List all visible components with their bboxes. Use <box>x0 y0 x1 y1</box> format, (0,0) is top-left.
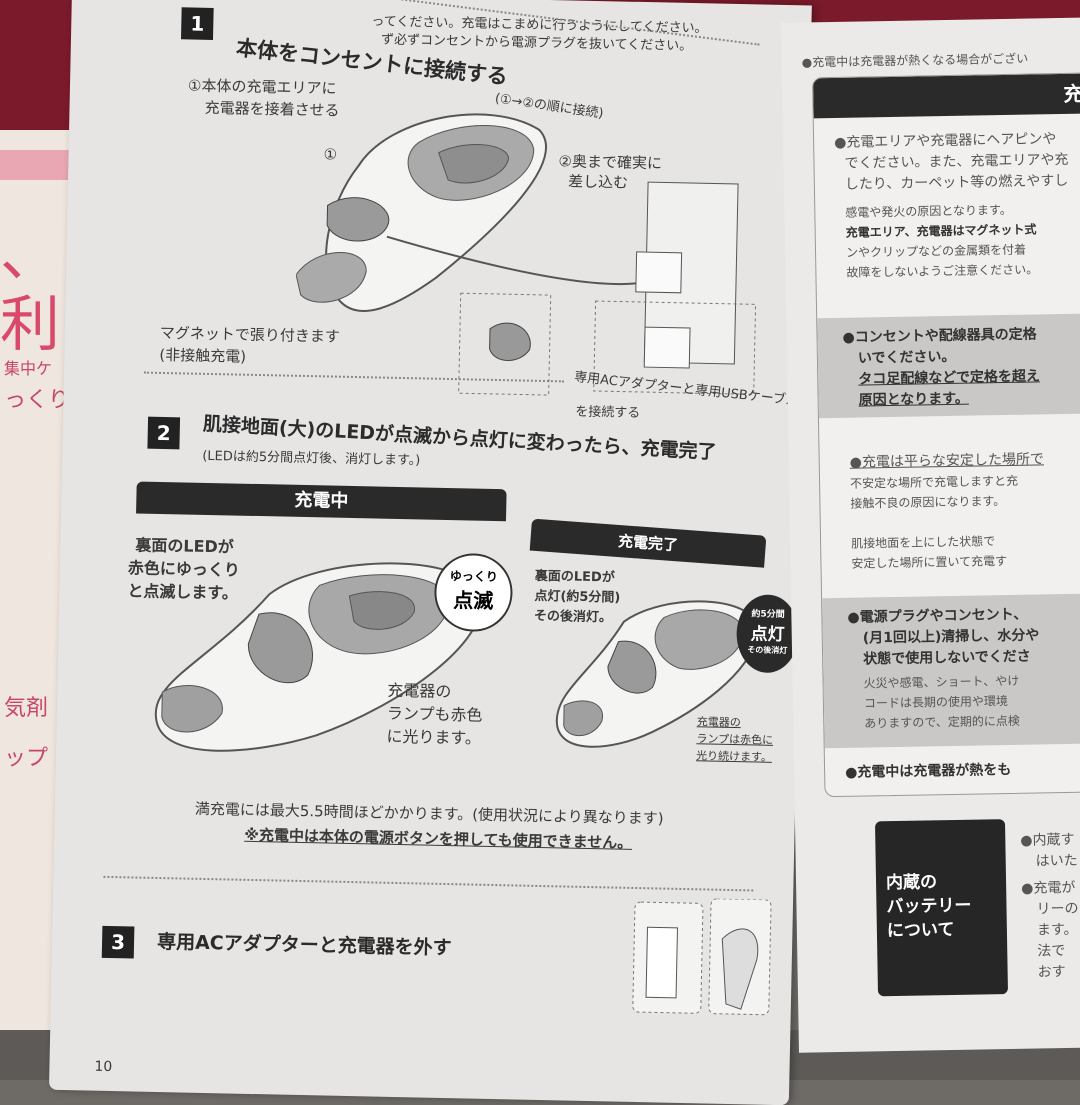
battery-text: おす <box>1037 964 1066 981</box>
step2-sub: (LEDは約5分間点灯後、消灯します。) <box>202 448 421 469</box>
step-number: 3 <box>101 925 135 959</box>
battery-label: 内蔵の <box>885 872 938 894</box>
caution-text: 接触不良の原因になります。 <box>850 494 1006 511</box>
caution-text: したり、カーペット等の燃えやすし <box>844 172 1069 193</box>
box-header: 充電 <box>813 73 1080 119</box>
battery-text: リーの <box>1036 900 1079 918</box>
manual-page-left: ってください。充電はこまめに行うようにしてください。 ず必ずコンセントから電源プ… <box>48 0 812 1105</box>
battery-text: 法で <box>1037 943 1066 960</box>
battery-label-box: 内蔵の バッテリー について <box>874 819 1009 997</box>
step3-title: 専用ACアダプターと充電器を外す <box>156 930 452 960</box>
adapter-note: を接続する <box>575 404 641 421</box>
charging-lamp: に光ります。 <box>386 726 482 748</box>
caution-text: ありますので、定期的に点検 <box>864 713 1020 731</box>
caution-text: 安定した場所に置いて充電す <box>851 554 1008 571</box>
label: 気剤 <box>4 696 49 721</box>
step-number: 1 <box>180 7 214 40</box>
done-header: 充電完了 <box>529 518 767 568</box>
done-lamp: 充電器の <box>696 715 741 730</box>
charging-cautions-box: 充電 ●充電エリアや充電器にヘアピンや でください。また、充電エリアや充 したり… <box>811 72 1080 798</box>
charging-lamp: 充電器の <box>387 680 452 702</box>
step-number: 2 <box>147 416 181 450</box>
charging-header: 充電中 <box>136 481 507 522</box>
label: っくり <box>4 388 71 413</box>
bubble-text: 点灯 <box>750 624 785 646</box>
charging-lamp: ランプも赤色 <box>386 703 483 725</box>
caution-text: 原因となります。 <box>858 390 969 409</box>
battery-text: ●内蔵す <box>1020 831 1075 849</box>
bubble-text: 約5分間 <box>751 609 785 621</box>
big-char: 、利 <box>0 220 60 360</box>
battery-text: ます。 <box>1036 921 1078 939</box>
battery-label: バッテリー <box>886 895 972 918</box>
caution-text: タコ足配線などで定格を超え <box>858 368 1041 388</box>
device-illustration-done <box>555 600 760 748</box>
caution-text: 故障をしないようご注意ください。 <box>846 262 1039 280</box>
battery-text: ●充電が <box>1021 879 1076 897</box>
magnet-note: マグネットで張り付きます <box>159 323 341 346</box>
lit-bubble: 約5分間 点灯 その後消灯 <box>735 594 800 674</box>
device-illustration-step1 <box>295 113 757 396</box>
done-lamp: ランプは赤色に <box>696 732 774 747</box>
battery-text: はいた <box>1035 852 1078 870</box>
done-led: 裏面のLEDが <box>534 568 615 586</box>
caution-text: 状態で使用しないでくださ <box>863 648 1031 668</box>
device-illustration-charging <box>154 562 483 752</box>
caution-text: いでください。 <box>857 348 956 367</box>
caution-text: ●コンセントや配線器具の定格 <box>842 326 1037 346</box>
bubble-text: 点滅 <box>453 588 494 613</box>
charging-warning: ※充電中は本体の電源ボタンを押しても使用できません。 <box>244 825 633 852</box>
magnet-note: (非接触充電) <box>159 345 247 366</box>
unplug-illustration <box>632 898 772 1016</box>
manual-page-right: ●充電中は充電器が熱くなる場合がござい 充電 ●充電エリアや充電器にヘアピンや … <box>781 17 1080 1053</box>
done-lamp: 光り続けます。 <box>695 749 773 764</box>
label: ップ <box>4 746 49 771</box>
bubble-text: その後消灯 <box>747 645 788 656</box>
top-note: ●充電中は充電器が熱くなる場合がござい <box>801 51 1029 70</box>
bubble-text: ゆっくり <box>449 569 498 585</box>
divider <box>103 875 754 892</box>
caution-text: ●充電中は充電器が熱をも <box>844 761 1012 781</box>
page-number: 10 <box>94 1058 113 1076</box>
battery-label: について <box>886 919 955 942</box>
label: 集中ケ <box>4 359 53 378</box>
